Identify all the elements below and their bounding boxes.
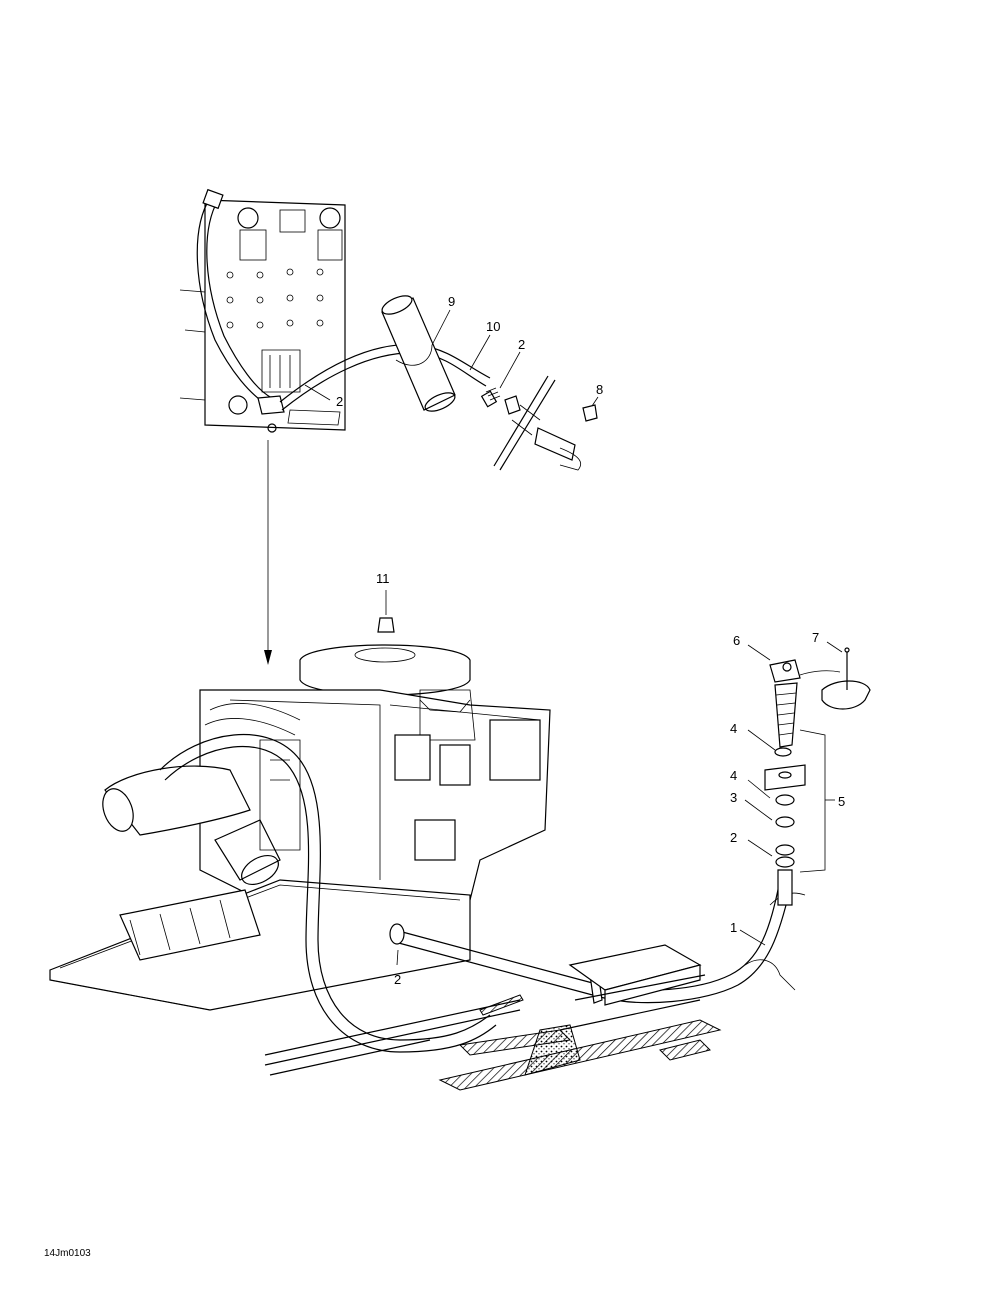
- callout-9: 9: [448, 294, 455, 309]
- callout-2-neck: 2: [730, 830, 737, 845]
- callout-labels: 9 10 2 2 8 11 6 7 4 4 3 5 2 1 2: [336, 294, 845, 987]
- clip-11-part: [377, 617, 395, 633]
- callout-10: 10: [486, 319, 500, 334]
- callout-5: 5: [838, 794, 845, 809]
- filler-neck-assembly: [764, 647, 871, 906]
- callout-2-hose: 2: [394, 972, 401, 987]
- upper-engine-detail: [179, 188, 598, 471]
- detail-arrow: [264, 440, 272, 665]
- callout-2-upper: 2: [518, 337, 525, 352]
- callout-7: 7: [812, 630, 819, 645]
- callout-8: 8: [596, 382, 603, 397]
- callout-1: 1: [730, 920, 737, 935]
- main-engine-assembly: [49, 644, 551, 1076]
- callout-11: 11: [376, 571, 390, 586]
- callout-4-top: 4: [730, 721, 737, 736]
- callout-4-mid: 4: [730, 768, 737, 783]
- callout-2-head: 2: [336, 394, 343, 409]
- callout-6: 6: [733, 633, 740, 648]
- callout-3: 3: [730, 790, 737, 805]
- leader-lines: [304, 309, 843, 966]
- figure-code: 14Jm0103: [44, 1248, 91, 1259]
- front-frame: [438, 944, 722, 1091]
